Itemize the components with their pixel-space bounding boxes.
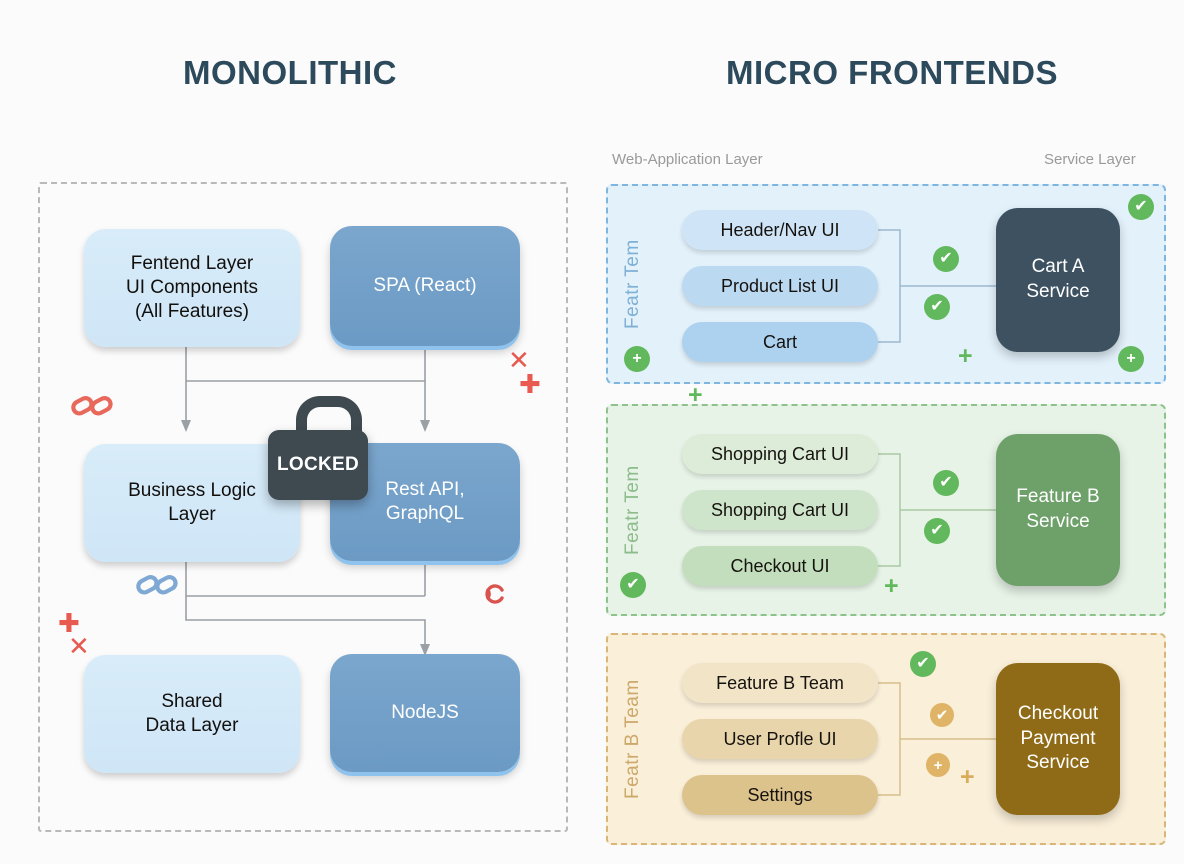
check-badge-top: ✔ xyxy=(910,651,936,677)
link-icon xyxy=(136,575,178,595)
monolith-box-label: SPA (React) xyxy=(373,274,477,296)
service-box-cart-a: Cart A Service xyxy=(996,208,1120,352)
micro-pill[interactable]: Header/Nav UI xyxy=(682,210,878,250)
monolith-box-label: NodeJS xyxy=(391,701,459,723)
web-application-layer-label: Web-Application Layer xyxy=(612,151,763,168)
micro-pill[interactable]: User Profle UI xyxy=(682,719,878,759)
red-x-mark-bottom: ✕ xyxy=(68,631,90,661)
micro-pill[interactable]: Shopping Cart UI xyxy=(682,490,878,530)
red-plus-mark-top: ✚ xyxy=(519,369,541,399)
monolithic-title: MONOLITHIC xyxy=(183,54,397,91)
plus-mark-bottom: + xyxy=(960,763,975,791)
check-badge-upper: ✔ xyxy=(933,470,959,496)
monolith-box-label: Fentend Layer UI Components (All Feature… xyxy=(125,252,258,323)
plus-badge-lower: + xyxy=(926,753,950,777)
micro-pill[interactable]: Product List UI xyxy=(682,266,878,306)
micro-frontends-title: MICRO FRONTENDS xyxy=(726,54,1058,91)
monolith-box-frontend: Fentend Layer UI Components (All Feature… xyxy=(84,229,300,347)
check-badge-lower: ✔ xyxy=(924,518,950,544)
service-label: Feature B Service xyxy=(1016,486,1100,532)
plus-badge-bottom-left: + xyxy=(624,346,650,372)
micro-pill[interactable]: Checkout UI xyxy=(682,546,878,586)
check-badge-upper: ✔ xyxy=(933,246,959,272)
red-plus-mark-bottom: ✚ xyxy=(58,608,80,638)
refresh-icon xyxy=(485,584,504,604)
micro-panel-orange: Featr B Team Feature B Team User Profle … xyxy=(606,633,1166,845)
monolith-box-spa: SPA (React) xyxy=(330,226,520,346)
check-badge-bottom-left: ✔ xyxy=(620,572,646,598)
micro-panel-green: Featr Tem Shopping Cart UI Shopping Cart… xyxy=(606,404,1166,616)
team-label-orange: Featr B Team xyxy=(622,679,643,799)
check-badge-middle: ✔ xyxy=(930,703,954,727)
monolith-box-label: Rest API, GraphQL xyxy=(385,478,465,524)
service-label: Checkout Payment Service xyxy=(1017,702,1099,774)
micro-panel-blue: Featr Tem Header/Nav UI Product List UI … xyxy=(606,184,1166,384)
micro-pill[interactable]: Shopping Cart UI xyxy=(682,434,878,474)
plus-mark-center: + xyxy=(958,342,973,370)
micro-pill[interactable]: Feature B Team xyxy=(682,663,878,703)
monolith-box-label: Business Logic Layer xyxy=(128,479,256,525)
check-badge-lower: ✔ xyxy=(924,294,950,320)
monolith-box-shared-data: Shared Data Layer xyxy=(84,655,300,773)
check-badge-top-right: ✔ xyxy=(1128,194,1154,220)
padlock-icon: LOCKED xyxy=(268,430,368,500)
red-x-mark-top: ✕ xyxy=(508,345,530,375)
monolith-box-nodejs: NodeJS xyxy=(330,654,520,772)
service-label: Cart A Service xyxy=(1026,256,1090,302)
interpanel-plus-mark: + xyxy=(688,381,703,409)
micro-pill[interactable]: Cart xyxy=(682,322,878,362)
monolith-boundary xyxy=(38,182,568,832)
service-box-feature-b: Feature B Service xyxy=(996,434,1120,586)
broken-link-icon xyxy=(71,396,113,416)
locked-label: LOCKED xyxy=(276,454,360,475)
micro-pill[interactable]: Settings xyxy=(682,775,878,815)
service-layer-label: Service Layer xyxy=(1044,151,1136,168)
plus-mark-bottom: + xyxy=(884,572,899,600)
service-box-checkout-payment: Checkout Payment Service xyxy=(996,663,1120,815)
monolith-box-label: Shared Data Layer xyxy=(145,690,239,736)
monolith-box-rest-api: Rest API, GraphQL xyxy=(330,443,520,561)
monolith-box-business-logic: Business Logic Layer xyxy=(84,444,300,562)
plus-badge-bottom-right: + xyxy=(1118,346,1144,372)
